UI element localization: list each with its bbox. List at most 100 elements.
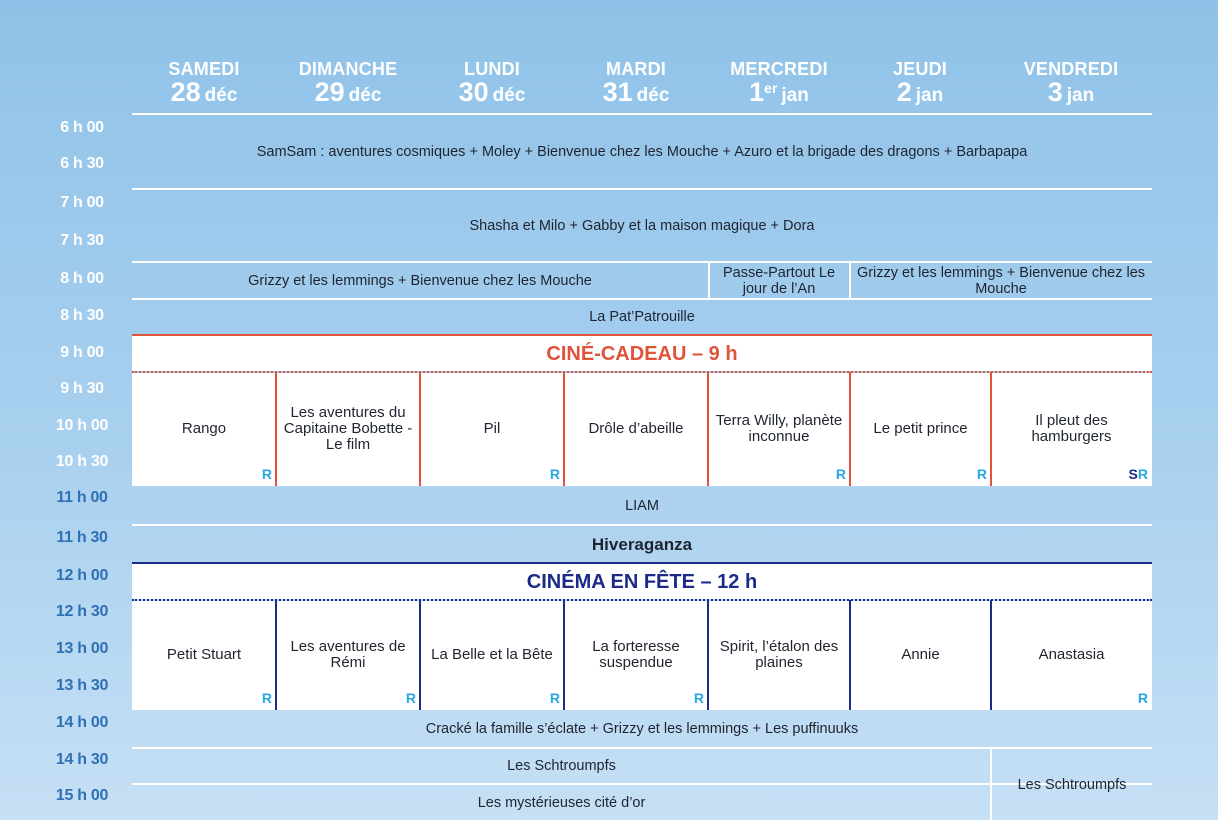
row-divider xyxy=(132,747,1152,749)
day-month: déc xyxy=(204,85,238,106)
time-label: 13 h 30 xyxy=(55,677,109,694)
rerun-badge: R xyxy=(248,466,272,482)
row-divider xyxy=(132,524,1152,526)
rerun-badge: R xyxy=(392,690,416,706)
time-label: 9 h 00 xyxy=(60,344,104,361)
day-number-suffix: er xyxy=(764,80,778,96)
film-title[interactable]: Spirit, l’étalon des plaines xyxy=(719,638,839,671)
day-number: 29 xyxy=(314,77,345,107)
day-number: 30 xyxy=(458,77,489,107)
day-month: jan xyxy=(1066,85,1095,106)
film-title[interactable]: Le petit prince xyxy=(873,420,968,437)
cinema_en_fete-band xyxy=(132,563,1152,599)
program-block[interactable]: Les Schtroumpfs xyxy=(507,758,616,774)
film-title[interactable]: Anastasia xyxy=(1038,646,1105,663)
film-column-divider xyxy=(990,372,992,486)
program-block[interactable]: Cracké la famille s’éclate + Grizzy et l… xyxy=(425,721,859,737)
badge-letter-r: R xyxy=(1137,466,1148,482)
day-month: déc xyxy=(492,85,526,106)
day-name: LUNDI xyxy=(464,59,520,79)
film-title[interactable]: Rango xyxy=(181,420,227,437)
rerun-badge: R xyxy=(680,690,704,706)
day-month: déc xyxy=(636,85,670,106)
program-block[interactable]: Shasha et Milo + Gabby et la maison magi… xyxy=(469,217,815,234)
badge-letter-r: R xyxy=(835,466,846,482)
cine_cadeau-top-line xyxy=(132,334,1152,336)
program-block[interactable]: SamSam : aventures cosmiques + Moley + B… xyxy=(256,143,1028,160)
film-title[interactable]: Il pleut des hamburgers xyxy=(1031,412,1112,445)
film-title[interactable]: Annie xyxy=(901,646,940,663)
program-block[interactable]: Grizzy et les lemmings + Bienvenue chez … xyxy=(856,264,1146,297)
film-title[interactable]: La forteresse suspendue xyxy=(592,638,680,671)
day-name: JEUDI xyxy=(892,59,947,79)
program-block[interactable]: Les Schtroumpfs xyxy=(1017,776,1127,793)
film-column-divider xyxy=(563,600,565,710)
day-number: 28 xyxy=(170,77,201,107)
film-column-divider xyxy=(849,600,851,710)
film-title[interactable]: Les aventures de Rémi xyxy=(290,638,406,671)
rerun-badge: R xyxy=(536,466,560,482)
day-name: SAMEDI xyxy=(168,59,240,79)
time-label: 9 h 30 xyxy=(60,380,104,397)
time-label: 14 h 30 xyxy=(55,751,109,768)
day-month: jan xyxy=(915,85,944,106)
time-label: 14 h 00 xyxy=(55,714,109,731)
film-column-divider xyxy=(707,600,709,710)
day-number: 3 xyxy=(1047,77,1063,107)
day-month: jan xyxy=(781,85,809,106)
badge-letter-r: R xyxy=(549,690,560,706)
program-block[interactable]: LIAM xyxy=(625,498,659,514)
time-label: 12 h 00 xyxy=(55,567,109,584)
rerun-badge: R xyxy=(822,466,846,482)
day-name: DIMANCHE xyxy=(298,59,398,79)
film-column-divider xyxy=(419,372,421,486)
cine_cadeau-dotted-line xyxy=(132,371,1152,373)
rerun-badge: R xyxy=(536,690,560,706)
day-number: 2 xyxy=(896,77,912,107)
row-divider xyxy=(132,188,1152,190)
badge-letter-r: R xyxy=(549,466,560,482)
film-title[interactable]: Pil xyxy=(483,420,501,437)
time-label: 15 h 00 xyxy=(55,787,109,804)
program-block[interactable]: Grizzy et les lemmings + Bienvenue chez … xyxy=(248,272,592,289)
row-divider xyxy=(132,261,1152,263)
program-block[interactable]: La Pat’Patrouille xyxy=(589,309,695,325)
cine_cadeau-band xyxy=(132,335,1152,371)
film-title[interactable]: La Belle et la Bête xyxy=(431,646,553,663)
program-block[interactable]: Hiveraganza xyxy=(591,534,693,554)
day-name: MERCREDI xyxy=(730,59,828,79)
film-title[interactable]: Petit Stuart xyxy=(166,646,242,663)
row-divider xyxy=(132,783,991,785)
program-block[interactable]: Passe-Partout Le jour de l’An xyxy=(722,264,836,297)
day-name: VENDREDI xyxy=(1023,59,1119,79)
film-title[interactable]: Les aventures du Capitaine Bobette - Le … xyxy=(283,404,413,453)
time-label: 10 h 00 xyxy=(55,417,109,434)
badge-letter-r: R xyxy=(693,690,704,706)
program-block[interactable]: Les mystérieuses cité d’or xyxy=(477,794,646,811)
film-title[interactable]: Drôle d’abeille xyxy=(588,420,684,437)
badge-letter-r: R xyxy=(261,466,272,482)
row-divider xyxy=(132,113,1152,115)
column-divider xyxy=(990,747,992,820)
time-label: 6 h 00 xyxy=(60,119,104,136)
cinema_en_fete-title: CINÉMA EN FÊTE – 12 h xyxy=(526,571,758,593)
film-title[interactable]: Terra Willy, planète inconnue xyxy=(715,412,843,445)
film-column-divider xyxy=(563,372,565,486)
day-name: MARDI xyxy=(606,59,666,79)
badge-letter-r: R xyxy=(405,690,416,706)
badge-letter-r: R xyxy=(976,466,987,482)
rerun-badge: R xyxy=(963,466,987,482)
day-number: 1 xyxy=(749,77,765,107)
time-label: 8 h 30 xyxy=(60,307,104,324)
